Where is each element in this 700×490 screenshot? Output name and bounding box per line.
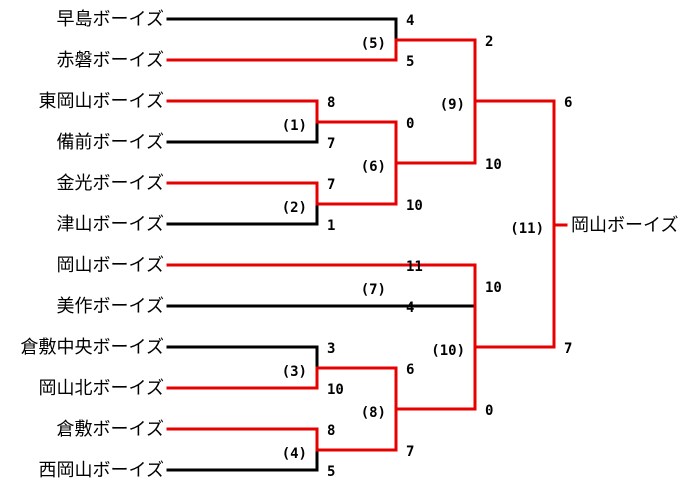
score: 10	[485, 280, 502, 296]
bracket-line-loser	[166, 345, 319, 370]
score: 3	[327, 341, 335, 357]
bracket-lines	[166, 17, 568, 472]
bracket-line-loser	[166, 448, 319, 472]
match-label: (6)	[361, 159, 386, 175]
bracket-line-loser	[166, 202, 319, 226]
bracket-line-winner	[473, 99, 556, 227]
score: 8	[327, 423, 335, 439]
team-name: 備前ボーイズ	[57, 132, 164, 153]
team-name: 東岡山ボーイズ	[39, 91, 164, 112]
score: 6	[406, 362, 414, 378]
team-name: 早島ボーイズ	[57, 9, 164, 30]
score: 2	[485, 34, 493, 50]
score: 5	[406, 54, 414, 70]
score: 8	[327, 95, 335, 111]
team-name: 岡山ボーイズ	[57, 255, 164, 276]
match-label: (11)	[510, 221, 544, 237]
bracket-line-winner	[315, 120, 398, 165]
team-names: 早島ボーイズ 赤磐ボーイズ 東岡山ボーイズ 備前ボーイズ 金光ボーイズ 津山ボー…	[21, 9, 164, 481]
bracket-line-loser	[166, 120, 319, 144]
match-label: (1)	[282, 118, 307, 134]
score: 5	[327, 464, 335, 480]
team-name: 西岡山ボーイズ	[39, 460, 164, 481]
score: 6	[564, 95, 572, 111]
bracket-line-winner	[394, 38, 477, 103]
team-name: 金光ボーイズ	[57, 173, 164, 194]
team-name: 倉敷中央ボーイズ	[21, 337, 164, 358]
match-label: (3)	[282, 364, 307, 380]
score: 11	[406, 259, 423, 275]
bracket-line-winner	[315, 161, 398, 206]
score: 10	[485, 157, 502, 173]
match-label: (8)	[361, 405, 386, 421]
score: 7	[327, 136, 335, 152]
team-name: 岡山北ボーイズ	[39, 378, 164, 399]
score: 1	[327, 218, 335, 234]
bracket-line-loser	[166, 284, 477, 308]
bracket-line-winner	[166, 427, 319, 452]
bracket-line-winner	[166, 181, 319, 206]
score: 4	[406, 300, 414, 316]
team-name: 津山ボーイズ	[57, 214, 164, 235]
bracket-line-winner	[315, 407, 398, 452]
team-name: 倉敷ボーイズ	[57, 419, 164, 440]
score: 0	[485, 403, 493, 419]
score: 10	[406, 198, 423, 214]
score: 7	[327, 177, 335, 193]
bracket-line-winner	[394, 99, 477, 165]
team-name: 美作ボーイズ	[57, 296, 164, 317]
match-label: (2)	[282, 200, 307, 216]
score: 7	[406, 444, 414, 460]
bracket-line-winner	[394, 345, 477, 411]
match-label: (10)	[431, 343, 465, 359]
match-labels: (5) (1) (2) (6) (9) (7) (3) (4) (8) (10)…	[282, 36, 544, 462]
team-name: 赤磐ボーイズ	[57, 50, 164, 71]
bracket-line-loser	[166, 17, 398, 42]
bracket-line-winner	[166, 99, 319, 124]
bracket-line-winner	[473, 223, 556, 349]
match-label: (5)	[361, 36, 386, 52]
score: 0	[406, 116, 414, 132]
score: 4	[406, 13, 414, 29]
bracket-line-winner	[166, 38, 398, 62]
bracket-line-winner	[166, 263, 477, 288]
match-label: (7)	[361, 282, 386, 298]
bracket-line-winner	[166, 366, 319, 390]
match-label: (4)	[282, 446, 307, 462]
champion-name: 岡山ボーイズ	[571, 215, 678, 236]
score: 10	[327, 382, 344, 398]
scores: 4 5 8 7 7 1 11 4 3 10 8 5 0 10 6 7 2 10 …	[327, 13, 572, 480]
match-label: (9)	[440, 97, 465, 113]
bracket-line-winner	[315, 366, 398, 411]
score: 7	[564, 341, 572, 357]
